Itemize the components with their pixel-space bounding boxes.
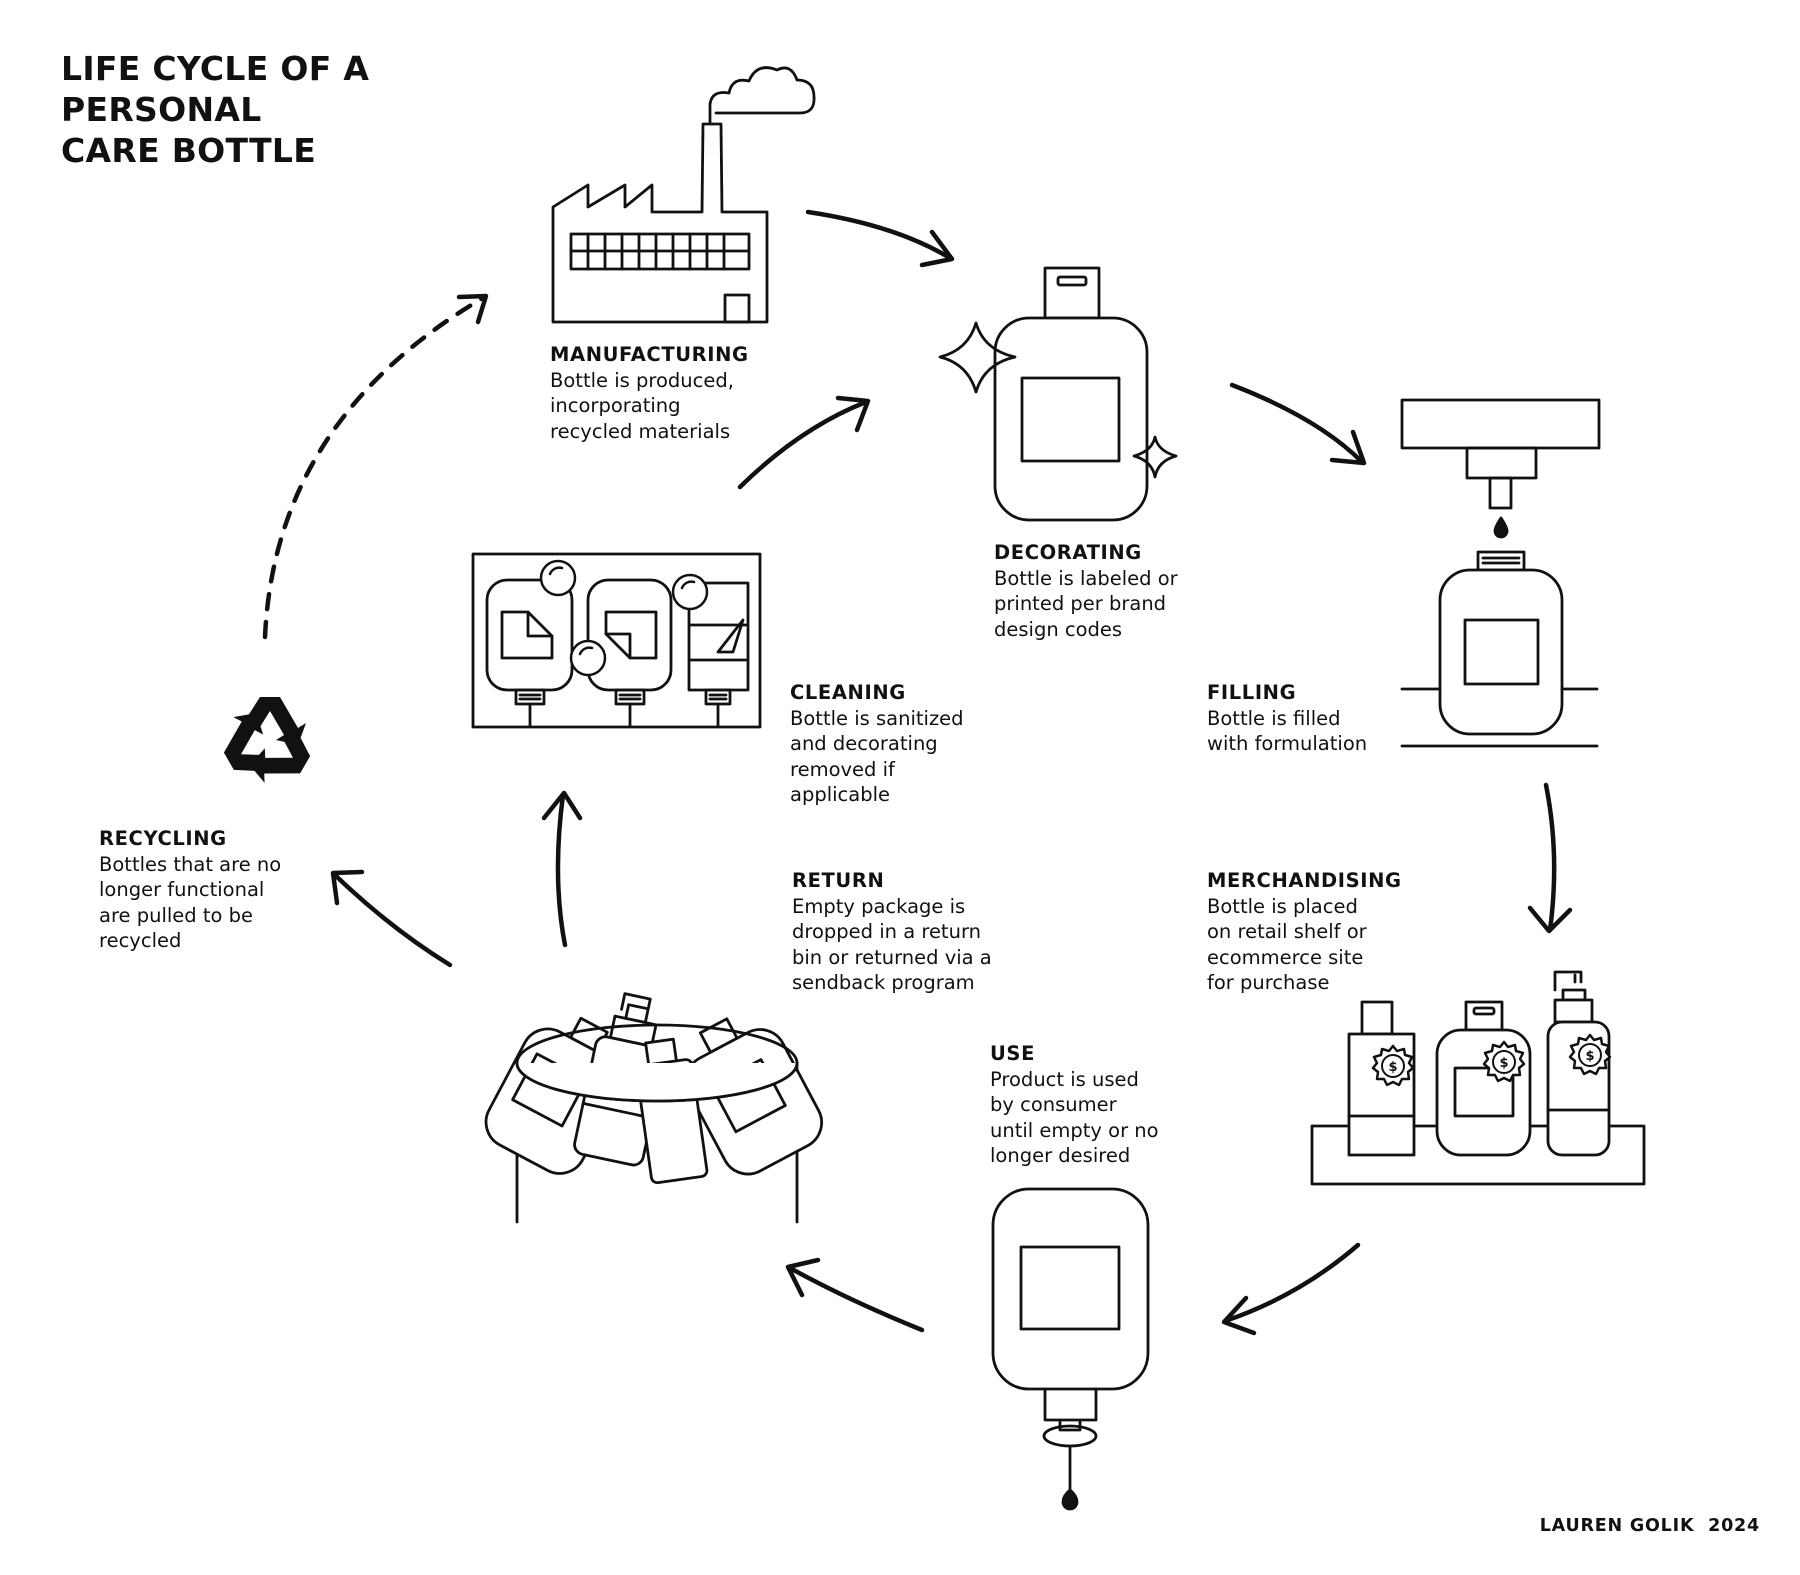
stage-description-line: Bottle is produced, (550, 368, 734, 392)
stage-description-line: longer functional (99, 878, 265, 902)
stage-title: RECYCLING (99, 827, 227, 850)
stage-recycling: RECYCLING Bottles that are no longer fun… (99, 826, 281, 954)
recycle-symbol-icon (223, 697, 311, 783)
stage-description-line: incorporating (550, 394, 681, 418)
price-symbol: $ (1585, 1049, 1594, 1064)
filling-machine-icon (1400, 398, 1601, 748)
arrow-merchandising-to-use (1221, 1242, 1361, 1336)
stage-description-line: ecommerce site (1207, 945, 1364, 969)
stage-description-line: recycled (99, 929, 182, 953)
stage-description-line: bin or returned via a (792, 945, 992, 969)
arrow-recycling-to-manufacturing-dashed (262, 293, 489, 640)
flow-arrows (262, 209, 1573, 1336)
stage-description-line: Product is used (990, 1067, 1139, 1091)
stage-description-line: dropped in a return (792, 920, 981, 944)
stage-title: USE (990, 1042, 1035, 1065)
stage-description-line: with formulation (1207, 732, 1368, 756)
stage-description-line: design codes (994, 617, 1123, 641)
return-bin-icon (484, 992, 823, 1224)
stage-decorating: DECORATING Bottle is labeled or printed … (994, 540, 1178, 642)
stage-use: USE Product is used by consumer until em… (990, 1041, 1159, 1169)
arrow-return-to-cleaning (541, 790, 583, 948)
factory-icon (551, 66, 816, 324)
stage-manufacturing: MANUFACTURING Bottle is produced, incorp… (550, 342, 749, 444)
stage-cleaning: CLEANING Bottle is sanitized and decorat… (790, 680, 964, 808)
stage-title: DECORATING (994, 541, 1142, 564)
arrow-manufacturing-to-decorating (805, 209, 955, 268)
price-labels: $ $ $ (1388, 1049, 1594, 1075)
stage-description-line: by consumer (990, 1093, 1117, 1117)
stage-description-line: Empty package is (792, 894, 966, 918)
stage-description-line: Bottle is sanitized (790, 706, 964, 730)
author-credit: LAUREN GOLIK 2024 (1539, 1516, 1760, 1536)
cleaning-tank-icon (471, 552, 762, 729)
stage-description-line: Bottles that are no (99, 852, 282, 876)
stage-description-line: on retail shelf or (1207, 920, 1367, 944)
stage-merchandising: MERCHANDISING Bottle is placed on retail… (1207, 868, 1402, 996)
stage-description-line: applicable (790, 783, 891, 807)
stage-title: CLEANING (790, 681, 906, 704)
retail-shelf-icon (1310, 970, 1646, 1186)
title-line: LIFE CYCLE OF A PERSONAL (61, 49, 370, 129)
sparkling-bottle-icon (938, 266, 1178, 522)
stage-description-line: removed if (790, 757, 895, 781)
stage-title: MANUFACTURING (550, 343, 749, 366)
stage-title: MERCHANDISING (1207, 869, 1402, 892)
stage-title: RETURN (792, 869, 885, 892)
stage-title: FILLING (1207, 681, 1297, 704)
diagram-title: LIFE CYCLE OF A PERSONAL CARE BOTTLE (61, 48, 581, 171)
stage-description-line: Bottle is filled (1207, 706, 1341, 730)
price-symbol: $ (1388, 1060, 1397, 1075)
stage-description-line: recycled materials (550, 419, 731, 443)
stage-description-line: Bottle is placed (1207, 894, 1358, 918)
stage-description-line: printed per brand (994, 592, 1167, 616)
stage-description-line: until empty or no (990, 1118, 1159, 1142)
arrow-decorating-to-filling (1229, 382, 1367, 466)
stage-description-line: are pulled to be (99, 903, 254, 927)
title-line: CARE BOTTLE (61, 131, 317, 170)
pump-bottle-icon (991, 1187, 1150, 1511)
stage-description-line: longer desired (990, 1144, 1131, 1168)
stage-description-line: for purchase (1207, 971, 1330, 995)
arrow-use-to-return (785, 1257, 925, 1333)
stage-description-line: Bottle is labeled or (994, 566, 1178, 590)
stage-filling: FILLING Bottle is filled with formulatio… (1207, 680, 1367, 757)
price-symbol: $ (1499, 1056, 1508, 1071)
arrow-return-to-recycling (330, 869, 453, 968)
arrow-filling-to-merchandising (1527, 782, 1573, 934)
stage-description-line: sendback program (792, 971, 975, 995)
stage-description-line: and decorating (790, 732, 938, 756)
stage-return: RETURN Empty package is dropped in a ret… (792, 868, 992, 996)
arrow-cleaning-to-decorating (737, 395, 871, 490)
